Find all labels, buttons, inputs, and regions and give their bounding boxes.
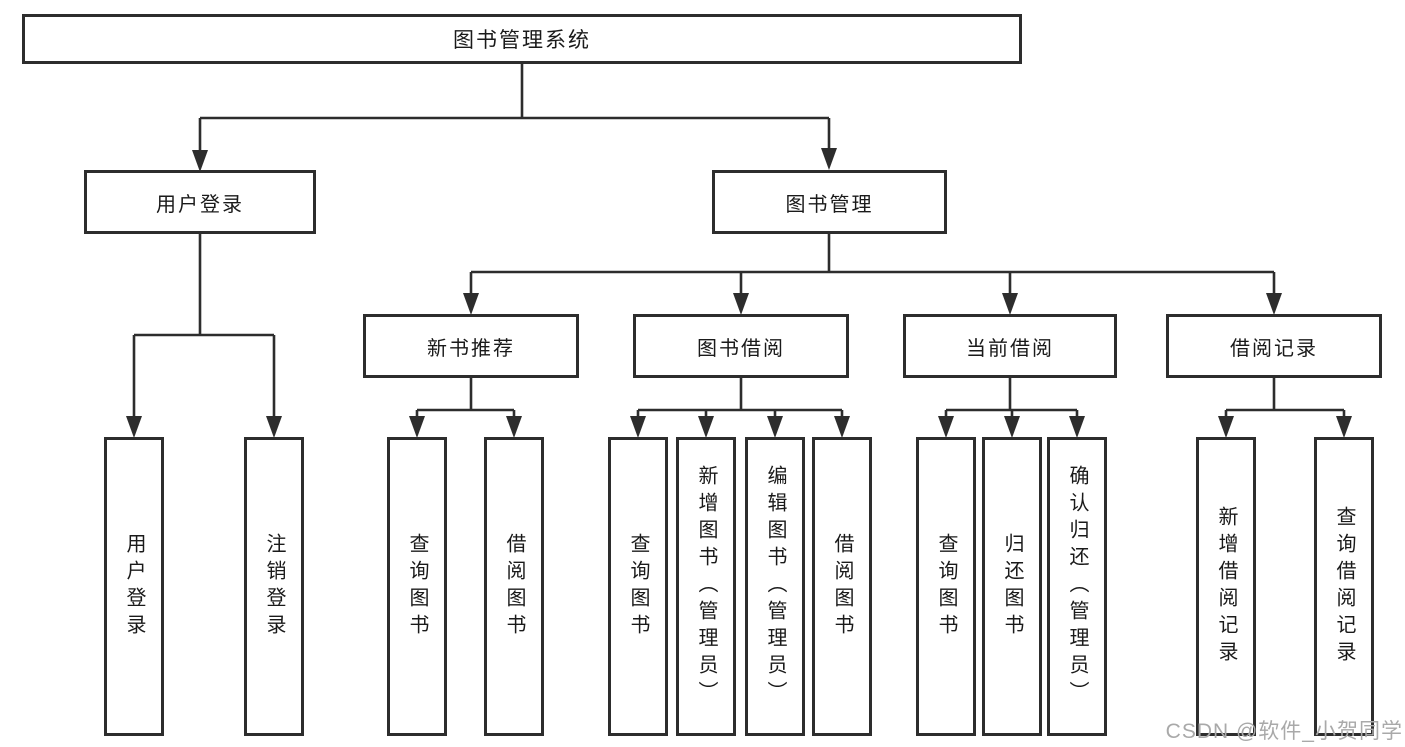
leaf-newrec-borrow-book: 借阅图书 (484, 437, 544, 736)
node-label: 确认归还（管理员） (1066, 465, 1088, 708)
leaf-borrow-query-book: 查询图书 (608, 437, 668, 736)
node-label: 注销登录 (263, 532, 285, 641)
leaf-current-return-book: 归还图书 (982, 437, 1042, 736)
leaf-current-confirm-return-admin: 确认归还（管理员） (1047, 437, 1107, 736)
node-label: 用户登录 (156, 193, 244, 216)
node-label: 图书管理 (785, 193, 874, 216)
leaf-current-query-book: 查询图书 (916, 437, 976, 736)
node-borrow-records: 借阅记录 (1166, 314, 1382, 378)
leaf-user-login: 用户登录 (104, 437, 164, 736)
node-label: 查询图书 (406, 532, 428, 641)
node-label: 查询图书 (935, 532, 957, 641)
node-label: 图书借阅 (697, 337, 785, 360)
watermark: CSDN @软件_小贺同学 (1165, 720, 1403, 743)
node-label: 借阅图书 (831, 532, 853, 641)
leaf-records-query-borrow-record: 查询借阅记录 (1314, 437, 1374, 736)
node-label: 用户登录 (123, 532, 145, 641)
node-new-book-recommend: 新书推荐 (363, 314, 579, 378)
node-current-borrow: 当前借阅 (903, 314, 1117, 378)
node-label: 借阅记录 (1230, 337, 1318, 360)
node-label: 图书管理系统 (453, 29, 591, 52)
leaf-records-add-borrow-record: 新增借阅记录 (1196, 437, 1256, 736)
node-label: 当前借阅 (966, 337, 1054, 360)
node-label: 编辑图书（管理员） (764, 465, 786, 708)
node-label: 查询借阅记录 (1333, 505, 1355, 668)
node-library-system: 图书管理系统 (22, 14, 1022, 64)
leaf-borrow-borrow-book: 借阅图书 (812, 437, 872, 736)
node-label: 借阅图书 (503, 532, 525, 641)
leaf-newrec-query-book: 查询图书 (387, 437, 447, 736)
node-label: 新增借阅记录 (1215, 505, 1237, 668)
node-label: 归还图书 (1001, 532, 1023, 641)
node-book-management: 图书管理 (712, 170, 947, 234)
node-user-login: 用户登录 (84, 170, 316, 234)
leaf-borrow-add-book-admin: 新增图书（管理员） (676, 437, 736, 736)
node-book-borrow: 图书借阅 (633, 314, 849, 378)
leaf-borrow-edit-book-admin: 编辑图书（管理员） (745, 437, 805, 736)
node-label: 查询图书 (627, 532, 649, 641)
leaf-logout: 注销登录 (244, 437, 304, 736)
node-label: 新书推荐 (427, 337, 515, 360)
node-label: 新增图书（管理员） (695, 465, 717, 708)
